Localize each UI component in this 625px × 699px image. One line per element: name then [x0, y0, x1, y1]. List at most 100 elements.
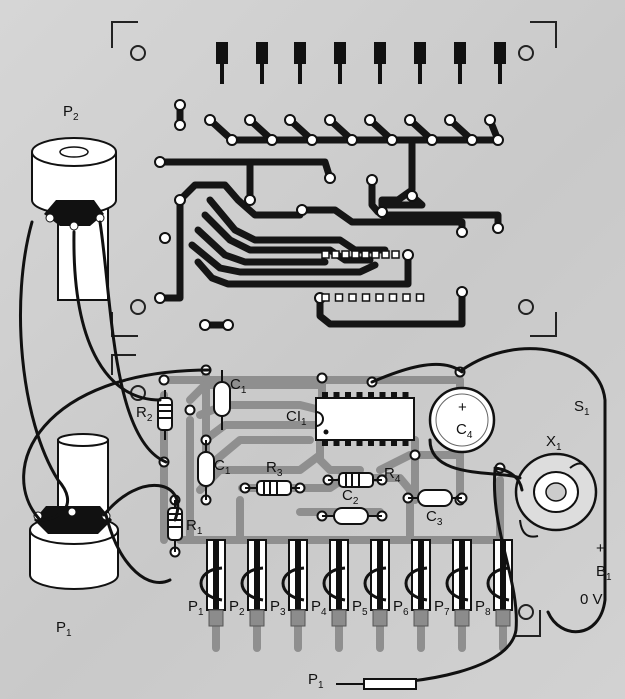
connector-pin: [334, 42, 346, 84]
pad: [456, 286, 468, 298]
ic-pin: [356, 440, 363, 446]
potentiometer-p2: [31, 137, 117, 301]
pad: [321, 250, 330, 259]
label-c2: C2: [342, 487, 359, 507]
label-b1: B1: [596, 563, 612, 583]
upper-copper-tracks: [156, 101, 502, 329]
pad: [409, 449, 421, 461]
label-c4-plus: +: [458, 399, 467, 416]
ic-pin: [333, 392, 340, 398]
resistor-r4: [328, 472, 382, 488]
pad: [184, 404, 196, 416]
label-p-key: P3: [270, 598, 286, 618]
buzzer-x1: [514, 452, 598, 538]
pad: [388, 293, 398, 302]
pad: [222, 319, 234, 331]
pad: [404, 114, 416, 126]
ic-pin: [379, 440, 386, 446]
pad: [266, 134, 278, 146]
pad: [346, 134, 358, 146]
push-button: [322, 539, 349, 627]
ic-pin: [368, 392, 374, 398]
connector-pin: [256, 42, 268, 84]
label-s1: S1: [574, 398, 590, 418]
resistor-r2: [157, 390, 173, 440]
push-buttons: [199, 539, 513, 627]
label-p1-pot: P1: [56, 619, 72, 639]
pad: [484, 114, 496, 126]
pad: [492, 134, 504, 146]
ic-pin: [402, 440, 409, 446]
capacitor-c4: [428, 386, 496, 454]
pad: [364, 114, 376, 126]
capacitor-c1-mid: [197, 440, 215, 500]
wires: [18, 220, 607, 686]
pad: [159, 232, 171, 244]
connector-pin: [414, 42, 426, 84]
label-p-key: P6: [393, 598, 409, 618]
pad: [366, 174, 378, 186]
ic-ci1: [315, 392, 415, 446]
pad: [244, 114, 256, 126]
pad: [466, 134, 478, 146]
push-button: [199, 539, 226, 627]
pad: [226, 134, 238, 146]
ic-pin: [345, 392, 351, 398]
label-p-key: P5: [352, 598, 368, 618]
pad: [174, 99, 186, 111]
label-p-key: P2: [229, 598, 245, 618]
upper-pads: [154, 99, 504, 331]
ic-pin: [345, 440, 351, 446]
pad: [199, 319, 211, 331]
pad: [386, 134, 398, 146]
label-c1-top: C1: [230, 376, 247, 396]
ic-pin: [391, 392, 397, 398]
pad: [324, 172, 336, 184]
potentiometer-p1: [29, 433, 119, 590]
pad: [321, 293, 330, 302]
ic-pin: [333, 440, 340, 446]
pad: [334, 293, 344, 302]
push-button: [363, 539, 390, 627]
capacitor-c3: [408, 489, 462, 507]
resistor-r1: [167, 500, 183, 552]
ic-pin: [402, 392, 409, 398]
pad: [296, 204, 308, 216]
pad: [306, 134, 318, 146]
label-ci1: CI1: [286, 408, 307, 428]
pad: [154, 156, 166, 168]
pad: [444, 114, 456, 126]
ic-pin: [391, 440, 397, 446]
ic-pin: [379, 392, 386, 398]
pad: [361, 250, 370, 259]
connector-pin: [294, 42, 306, 84]
push-button: [445, 539, 472, 627]
pad: [492, 222, 504, 234]
capacitor-c1-top: [213, 370, 231, 430]
pad: [341, 250, 350, 259]
label-p-key: P1: [188, 598, 204, 618]
capacitor-c2: [322, 507, 382, 525]
push-button: [281, 539, 308, 627]
label-p2: P2: [63, 103, 79, 123]
pad: [376, 206, 388, 218]
connector-pin: [216, 42, 228, 84]
label-p-key: P8: [475, 598, 491, 618]
push-button: [404, 539, 431, 627]
ic-pin: [322, 392, 328, 398]
pad: [316, 372, 328, 384]
pad: [402, 293, 411, 302]
ic-pin: [322, 440, 328, 446]
label-0v: 0 V: [580, 591, 603, 608]
ic-pin: [368, 440, 374, 446]
label-r2: R2: [136, 404, 153, 424]
label-b1-plus: +: [596, 540, 605, 557]
pad: [402, 249, 414, 261]
label-x1: X1: [546, 433, 562, 453]
pad: [381, 250, 390, 259]
label-r4: R4: [384, 465, 401, 485]
pad: [154, 292, 166, 304]
label-probe-p1: P1: [308, 671, 324, 691]
push-button: [486, 539, 513, 627]
